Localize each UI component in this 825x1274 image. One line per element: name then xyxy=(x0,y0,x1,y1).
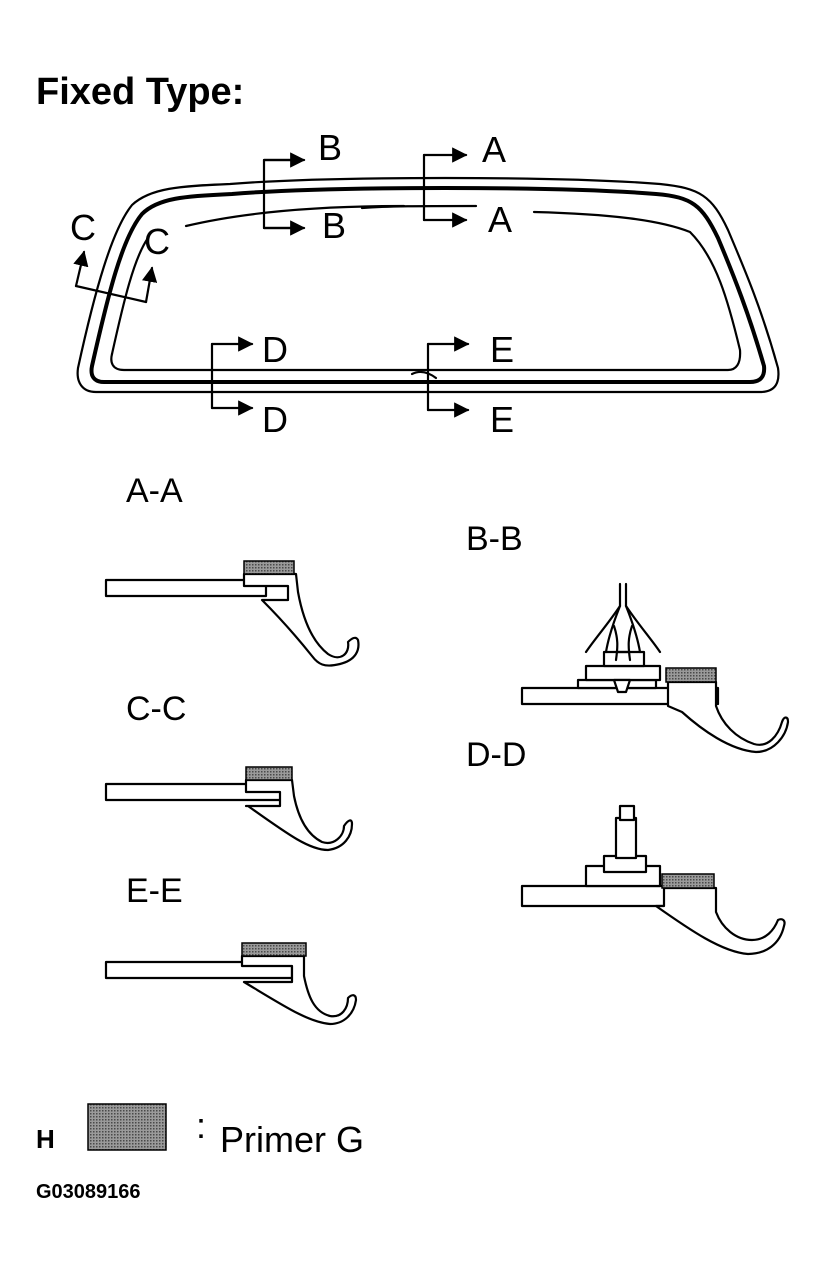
legend-primer-swatch xyxy=(87,1103,167,1151)
section-e-e-profile xyxy=(104,942,358,1026)
cut-label-d-top: D xyxy=(262,329,288,370)
section-b-b-profile xyxy=(520,582,790,754)
cut-label-d-bottom: D xyxy=(262,399,288,440)
cut-label-b-top: B xyxy=(318,127,342,168)
cut-label-e-bottom: E xyxy=(490,399,514,440)
section-a-a-profile xyxy=(104,560,360,667)
cut-label-c-outer: C xyxy=(70,207,96,248)
section-c-c-profile xyxy=(104,766,354,852)
cut-line-d xyxy=(210,336,254,416)
cut-label-a-top: A xyxy=(482,129,506,170)
legend: H : Primer G xyxy=(36,1103,364,1160)
cut-line-c xyxy=(73,250,158,304)
page-title: Fixed Type: xyxy=(36,71,244,113)
cut-label-e-top: E xyxy=(490,329,514,370)
cut-line-b xyxy=(262,152,306,236)
legend-key-label: H xyxy=(36,1124,55,1154)
cut-label-a-bottom: A xyxy=(488,199,512,240)
section-label-d-d: D-D xyxy=(466,736,526,774)
cut-label-b-bottom: B xyxy=(322,205,346,246)
section-label-e-e: E-E xyxy=(126,872,183,910)
cut-line-a xyxy=(422,147,468,228)
section-label-b-b: B-B xyxy=(466,520,523,558)
windshield-outline xyxy=(76,176,780,394)
legend-text: Primer G xyxy=(220,1119,364,1160)
figure-code: G03089166 xyxy=(36,1181,141,1203)
cut-line-e xyxy=(426,336,470,418)
section-label-c-c: C-C xyxy=(126,690,186,728)
cut-label-c-inner: C xyxy=(144,221,170,262)
legend-separator: : xyxy=(196,1105,206,1146)
section-label-a-a: A-A xyxy=(126,472,183,510)
section-d-d-profile xyxy=(520,804,786,956)
